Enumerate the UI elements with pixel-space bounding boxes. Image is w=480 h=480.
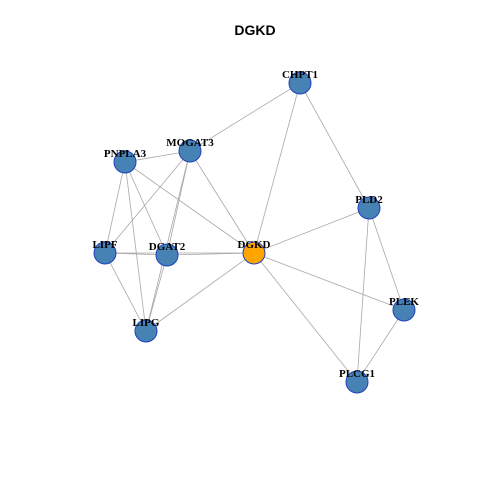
edge-pnpla3-lipf [104,161,126,254]
node-lipf: LIPF [92,239,118,265]
node-circle-lipf [93,241,117,265]
node-label-dgat2: DGAT2 [149,241,186,253]
node-label-lipf: LIPF [92,239,117,251]
node-mogat3: MOGAT3 [166,137,214,163]
edge-pnpla3-dgkd [124,161,255,254]
node-plek: PLEK [389,296,419,322]
node-circle-dgat2 [155,243,179,267]
edge-mogat3-lipg [145,150,191,332]
node-circle-lipg [134,319,158,343]
node-dgkd: DGKD [238,239,271,265]
edge-pld2-plcg1 [356,207,370,383]
node-circle-chpt1 [288,71,312,95]
edge-lipf-lipg [104,252,147,332]
edge-dgat2-dgkd [166,252,255,256]
node-plcg1: PLCG1 [339,368,375,394]
edge-layer [104,82,405,383]
node-pld2: PLD2 [355,194,383,220]
edge-dgkd-pld2 [253,207,370,254]
node-label-lipg: LIPG [133,317,160,329]
node-circle-pld2 [357,196,381,220]
edge-lipg-dgkd [145,252,255,332]
node-dgat2: DGAT2 [149,241,186,267]
node-circle-dgkd [242,241,266,265]
node-label-chpt1: CHPT1 [282,69,318,81]
node-circle-pnpla3 [113,150,137,174]
edge-mogat3-dgkd [189,150,255,254]
node-circle-plcg1 [345,370,369,394]
edge-dgat2-lipg [145,254,168,332]
edge-chpt1-mogat3 [189,82,301,152]
node-circle-mogat3 [178,139,202,163]
node-label-pnpla3: PNPLA3 [104,148,147,160]
edge-chpt1-dgkd [253,82,301,254]
node-circle-plek [392,298,416,322]
edge-chpt1-pld2 [299,82,370,209]
edge-plek-plcg1 [356,309,405,383]
diagram-title: DGKD [234,22,275,38]
edge-mogat3-lipf [104,150,191,254]
edge-pnpla3-lipg [124,161,147,332]
node-label-pld2: PLD2 [355,194,383,206]
edge-dgkd-plek [253,252,405,311]
node-label-plek: PLEK [389,296,419,308]
edge-pnpla3-dgat2 [124,161,168,256]
node-pnpla3: PNPLA3 [104,148,147,174]
edge-dgkd-plcg1 [253,252,358,383]
node-label-dgkd: DGKD [238,239,271,251]
node-lipg: LIPG [133,317,160,343]
node-label-mogat3: MOGAT3 [166,137,214,149]
node-label-plcg1: PLCG1 [339,368,375,380]
node-chpt1: CHPT1 [282,69,318,95]
edge-pld2-plek [368,207,405,311]
